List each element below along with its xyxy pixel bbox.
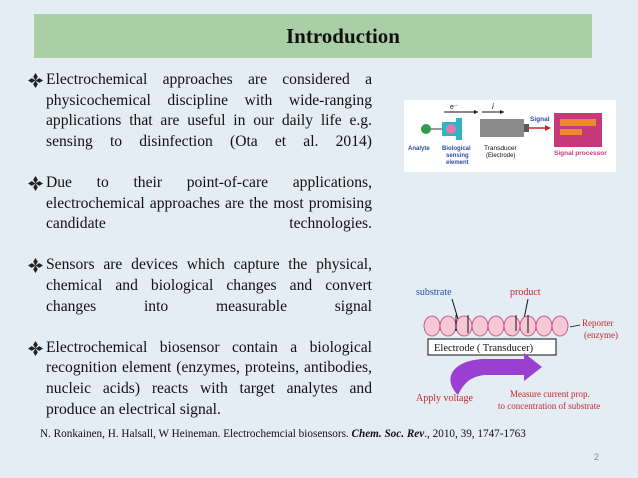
electrode-label: (Electrode) xyxy=(486,153,515,159)
diamond-bullet-icon xyxy=(28,340,43,356)
current-label: i xyxy=(492,102,494,111)
sensing-label: sensing xyxy=(446,153,469,159)
electrode-transducer-label: Electrode ( Transducer) xyxy=(434,343,534,354)
bullet-text: Electrochemical biosensor contain a biol… xyxy=(46,338,372,418)
bullet-item: Electrochemical approaches are considere… xyxy=(28,70,372,173)
apply-voltage-label: Apply voltage xyxy=(416,393,473,404)
citation-details: ., 2010, 39, 1747-1763 xyxy=(424,428,526,440)
bullet-item: Due to their point-of-care applications,… xyxy=(28,173,372,255)
diamond-bullet-icon xyxy=(28,258,43,274)
analyte-dot xyxy=(421,124,431,134)
signal-label: Signal xyxy=(530,116,550,123)
substrate-label: substrate xyxy=(416,287,452,298)
analyte-label: Analyte xyxy=(408,146,430,152)
voltage-curved-arrow xyxy=(450,353,542,395)
citation-journal: Chem. Soc. Rev xyxy=(351,428,425,440)
citation-authors: N. Ronkainen, H. Halsall, W Heineman. El… xyxy=(40,428,352,440)
diamond-bullet-icon xyxy=(28,175,43,191)
bullet-item: Electrochemical biosensor contain a biol… xyxy=(28,338,372,420)
measure-label-1: Measure current prop. xyxy=(510,389,590,399)
biological-label: Biological xyxy=(442,146,471,152)
element-label: element xyxy=(446,160,469,166)
bullet-text: Sensors are devices which capture the ph… xyxy=(46,256,372,315)
enzyme-layer xyxy=(423,315,569,337)
electrode-block xyxy=(427,338,557,356)
bullet-text: Due to their point-of-care applications,… xyxy=(46,173,372,233)
product-label: product xyxy=(510,287,541,298)
electrode-schematic: substrate product Electrode ( Transducer… xyxy=(416,287,618,411)
page-number: 2 xyxy=(594,452,600,462)
electron-label: e⁻ xyxy=(450,104,458,111)
signal-processor-label: Signal processor xyxy=(554,150,607,157)
title-bar: Introduction xyxy=(34,14,592,58)
substrate-arrow xyxy=(451,298,459,320)
measure-label-2: to concentration of substrate xyxy=(498,401,600,411)
bullet-item: Sensors are devices which capture the ph… xyxy=(28,255,372,337)
reporter-label: Reporter xyxy=(582,318,614,328)
product-arrow xyxy=(523,298,529,320)
transducer-block xyxy=(480,119,524,137)
transducer-label: Transducer xyxy=(484,145,517,152)
biosensor-schematic: e⁻ i Analyte Biological sensing element … xyxy=(404,100,616,172)
diamond-bullet-icon xyxy=(28,73,43,88)
bullet-text: Electrochemical approaches are considere… xyxy=(46,71,372,150)
enzyme-label: (enzyme) xyxy=(584,330,618,340)
slide-title: Introduction xyxy=(286,23,400,48)
bullet-list: Electrochemical approaches are considere… xyxy=(28,70,372,420)
citation: N. Ronkainen, H. Halsall, W Heineman. El… xyxy=(40,428,600,440)
